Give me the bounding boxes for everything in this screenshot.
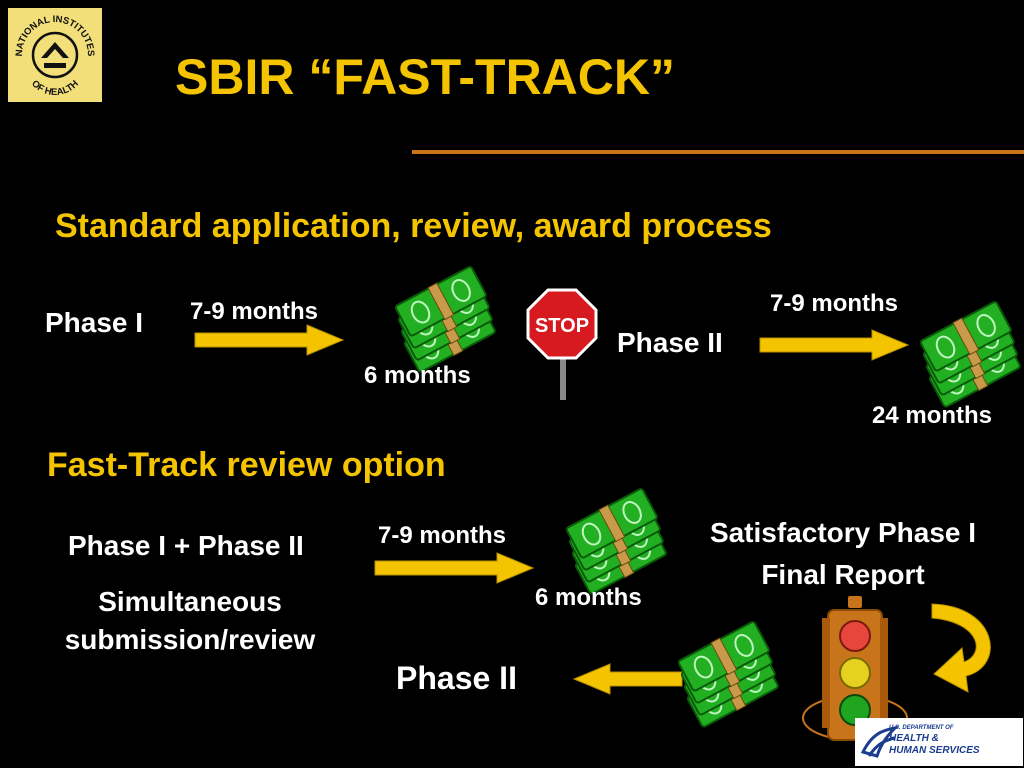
right-arrow-icon [374, 552, 535, 584]
money-stack-icon [919, 301, 1021, 408]
standard-phase1-award: 6 months [364, 362, 471, 389]
report-line2: Final Report [761, 559, 925, 590]
simultaneous-line2: submission/review [64, 624, 316, 655]
fasttrack-heading: Fast-Track review option [47, 446, 446, 484]
right-arrow-icon [194, 324, 345, 356]
hhs-logo: U.S. DEPARTMENT OF HEALTH & HUMAN SERVIC… [855, 718, 1023, 766]
money-stack-icon [565, 488, 667, 595]
page-title: SBIR “FAST-TRACK” [175, 49, 675, 105]
fasttrack-phase2-label: Phase II [396, 660, 517, 696]
hhs-eagle-icon [860, 725, 900, 758]
hhs-line2: HEALTH & [889, 733, 939, 744]
svg-text:OF HEALTH: OF HEALTH [29, 78, 81, 98]
fasttrack-combined-label: Phase I + Phase II [68, 530, 304, 561]
money-stack-drawing [565, 488, 667, 595]
svg-text:NATIONAL INSTITUTES: NATIONAL INSTITUTES [14, 14, 96, 57]
curved-arrow-icon [931, 603, 991, 693]
standard-phase2-duration: 7-9 months [770, 290, 899, 317]
simultaneous-line1: Simultaneous [98, 586, 282, 617]
stop-sign-icon: STOP [526, 288, 598, 400]
money-stack-drawing [677, 621, 779, 728]
nih-logo: NATIONAL INSTITUTES OF HEALTH [8, 8, 102, 102]
nih-seal-icon: NATIONAL INSTITUTES OF HEALTH [14, 14, 96, 98]
fasttrack-award: 6 months [535, 584, 642, 611]
standard-heading: Standard application, review, award proc… [55, 207, 772, 245]
money-stack-icon [394, 266, 496, 373]
standard-phase2-award: 24 months [872, 402, 993, 429]
standard-phase1-duration: 7-9 months [190, 298, 319, 325]
stop-sign-label: STOP [535, 315, 589, 337]
fasttrack-report-note: Satisfactory Phase I Final Report [668, 512, 1018, 596]
money-stack-drawing [919, 301, 1021, 408]
standard-phase2-label: Phase II [617, 327, 723, 358]
title-divider [412, 150, 1024, 154]
fasttrack-duration: 7-9 months [378, 522, 507, 549]
fasttrack-simultaneous-note: Simultaneous submission/review [30, 583, 350, 659]
hhs-line3: HUMAN SERVICES [889, 745, 980, 756]
left-arrow-icon [572, 663, 683, 695]
right-arrow-icon [759, 329, 910, 361]
money-stack-icon [677, 621, 779, 728]
traffic-light-icon [802, 596, 908, 741]
money-stack-drawing [394, 266, 496, 373]
standard-phase1-label: Phase I [45, 307, 144, 338]
hhs-line1: U.S. DEPARTMENT OF [889, 725, 954, 731]
report-line1: Satisfactory Phase I [709, 517, 977, 548]
